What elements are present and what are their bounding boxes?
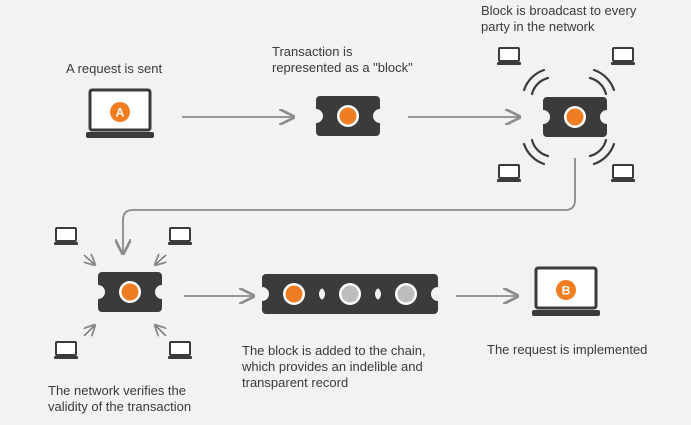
label-block-added: The block is added to the chain, which p…: [242, 343, 426, 390]
network-laptop-icon: [496, 164, 522, 183]
label-implemented: The request is implemented: [487, 342, 648, 357]
verifier-laptop-icon: [167, 227, 193, 246]
badge-b: B: [562, 284, 571, 298]
laptop-b-icon: B: [532, 266, 600, 316]
label-network-verifies: The network verifies the validity of the…: [48, 383, 192, 414]
network-laptop-icon: [496, 47, 522, 66]
label-transaction-block: Transaction is represented as a "block": [272, 44, 413, 75]
verify-block-icon: [98, 272, 162, 312]
verify-arrows-icon: [84, 255, 166, 336]
network-laptop-icon: [610, 47, 636, 66]
verifier-laptop-icon: [167, 341, 193, 360]
verifier-laptop-icon: [53, 341, 79, 360]
broadcast-block-icon: [543, 97, 607, 137]
transaction-block-icon: [316, 96, 380, 136]
broadcast-waves-icon: [522, 68, 616, 166]
badge-a: A: [116, 106, 125, 120]
label-request-sent: A request is sent: [66, 61, 163, 76]
label-broadcast: Block is broadcast to every party in the…: [481, 3, 637, 34]
network-laptop-icon: [610, 164, 636, 183]
laptop-a-icon: A: [86, 88, 154, 138]
connector-arrow-icon: [123, 158, 576, 252]
verifier-laptop-icon: [53, 227, 79, 246]
chain-icon: [262, 274, 438, 314]
